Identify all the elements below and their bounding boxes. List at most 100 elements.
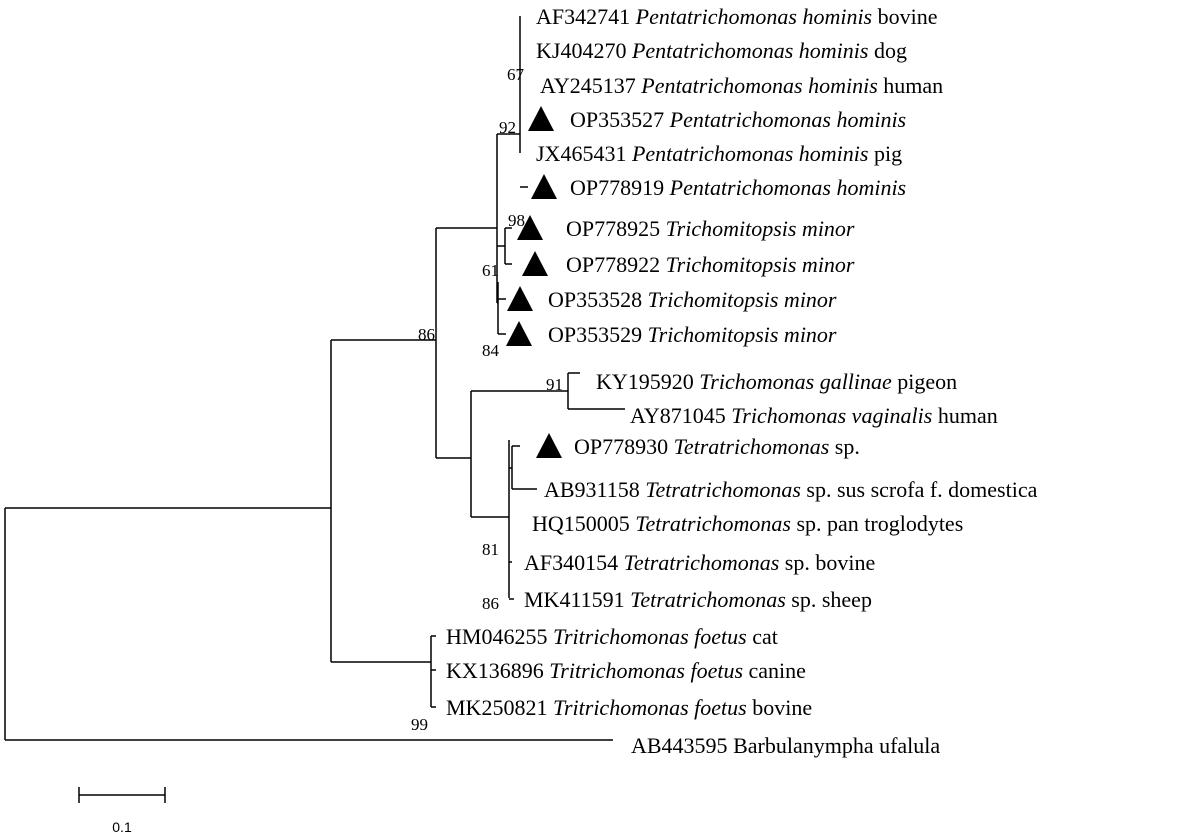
host-name: canine	[743, 658, 806, 683]
bootstrap-value: 81	[482, 540, 499, 559]
bootstrap-value: 98	[508, 211, 525, 230]
triangle-marker-icon	[531, 174, 557, 199]
species-name: Tetratrichomonas	[640, 477, 801, 502]
bootstrap-value: 99	[411, 715, 428, 734]
scale-bar-label: 0.1	[112, 819, 132, 835]
accession-number: AB443595	[631, 733, 728, 758]
tip-label-kj404270: KJ404270 Pentatrichomonas hominis dog	[536, 38, 907, 63]
tip-label-hq150005: HQ150005 Tetratrichomonas sp. pan troglo…	[532, 511, 963, 536]
triangle-marker-icon	[528, 106, 554, 131]
tree-branches	[4, 16, 625, 741]
host-name: bovine	[747, 695, 812, 720]
host-name: cat	[747, 624, 778, 649]
tip-label-ab443595: AB443595 Barbulanympha ufalula	[631, 733, 940, 758]
accession-number: AF342741	[536, 4, 630, 29]
tip-label-ay871045: AY871045 Trichomonas vaginalis human	[630, 403, 998, 428]
tip-label-op778930: OP778930 Tetratrichomonas sp.	[574, 434, 860, 459]
triangle-marker-icon	[506, 321, 532, 346]
bootstrap-value: 61	[482, 261, 499, 280]
accession-number: OP778922	[566, 252, 660, 277]
tip-label-ay245137: AY245137 Pentatrichomonas hominis human	[540, 73, 943, 98]
accession-number: KJ404270	[536, 38, 626, 63]
species-name: Tritrichomonas foetus	[544, 658, 743, 683]
bootstrap-value: 86	[482, 594, 499, 613]
accession-number: AY245137	[540, 73, 636, 98]
species-name: Trichomonas vaginalis	[726, 403, 933, 428]
tip-label-op353529: OP353529 Trichomitopsis minor	[548, 322, 837, 347]
triangle-marker-icon	[522, 251, 548, 276]
bootstrap-value: 92	[499, 118, 516, 137]
bootstrap-value: 67	[507, 65, 525, 84]
species-name: Pentatrichomonas hominis	[636, 73, 878, 98]
tip-label-op353527: OP353527 Pentatrichomonas hominis	[570, 107, 906, 132]
tip-label-jx465431: JX465431 Pentatrichomonas hominis pig	[536, 141, 902, 166]
tip-markers	[506, 106, 562, 458]
species-name: Trichomitopsis minor	[642, 287, 837, 312]
species-name: Tetratrichomonas	[618, 550, 779, 575]
bootstrap-labels: 67 92 98 61 84 86 91 81 86 99	[411, 65, 563, 734]
accession-number: OP353529	[548, 322, 642, 347]
tip-label-ab931158: AB931158 Tetratrichomonas sp. sus scrofa…	[544, 477, 1038, 502]
tip-label-af340154: AF340154 Tetratrichomonas sp. bovine	[524, 550, 875, 575]
accession-number: OP778919	[570, 175, 664, 200]
tip-label-op778925: OP778925 Trichomitopsis minor	[566, 216, 855, 241]
accession-number: HM046255	[446, 624, 547, 649]
tip-label-op778922: OP778922 Trichomitopsis minor	[566, 252, 855, 277]
accession-number: KX136896	[446, 658, 544, 683]
accession-number: OP778925	[566, 216, 660, 241]
tip-labels: AF342741 Pentatrichomonas hominis bovine…	[446, 4, 1038, 758]
tip-label-ky195920: KY195920 Trichomonas gallinae pigeon	[596, 369, 957, 394]
species-name: Pentatrichomonas hominis	[626, 141, 868, 166]
species-name: Pentatrichomonas hominis	[664, 175, 906, 200]
tip-label-af342741: AF342741 Pentatrichomonas hominis bovine	[536, 4, 938, 29]
host-name: human	[932, 403, 997, 428]
host-name: sp. bovine	[779, 550, 875, 575]
species-name: Trichomitopsis minor	[642, 322, 837, 347]
host-name: pig	[868, 141, 902, 166]
species-name: Trichomitopsis minor	[660, 252, 855, 277]
species-name: Pentatrichomonas hominis	[664, 107, 906, 132]
accession-number: AY871045	[630, 403, 726, 428]
species-name: Trichomonas gallinae	[694, 369, 892, 394]
tip-label-op353528: OP353528 Trichomitopsis minor	[548, 287, 837, 312]
species-name: Tetratrichomonas	[630, 511, 791, 536]
host-name: sp. sus scrofa f. domestica	[801, 477, 1038, 502]
tip-label-op778919: OP778919 Pentatrichomonas hominis	[570, 175, 906, 200]
host-name: pigeon	[892, 369, 957, 394]
tip-label-mk411591: MK411591 Tetratrichomonas sp. sheep	[524, 587, 872, 612]
species-name: Tritrichomonas foetus	[547, 624, 746, 649]
tip-label-kx136896: KX136896 Tritrichomonas foetus canine	[446, 658, 806, 683]
host-name: sp. sheep	[786, 587, 872, 612]
accession-number: AB931158	[544, 477, 640, 502]
host-name: sp.	[829, 434, 860, 459]
accession-number: JX465431	[536, 141, 626, 166]
tip-label-mk250821: MK250821 Tritrichomonas foetus bovine	[446, 695, 812, 720]
accession-number: MK411591	[524, 587, 625, 612]
host-name: dog	[868, 38, 907, 63]
triangle-marker-icon	[517, 215, 543, 240]
triangle-marker-icon	[536, 433, 562, 458]
species-name: Tetratrichomonas	[625, 587, 786, 612]
species-name: Tetratrichomonas	[668, 434, 829, 459]
species-name: Pentatrichomonas hominis	[630, 4, 872, 29]
accession-number: KY195920	[596, 369, 694, 394]
tip-label-hm046255: HM046255 Tritrichomonas foetus cat	[446, 624, 778, 649]
bootstrap-value: 86	[418, 325, 435, 344]
host-name: human	[878, 73, 943, 98]
scale-bar: 0.1	[78, 787, 166, 835]
bootstrap-value: 91	[546, 375, 563, 394]
species-name: Trichomitopsis minor	[660, 216, 855, 241]
host-name: Barbulanympha ufalula	[728, 733, 941, 758]
host-name: sp. pan troglodytes	[791, 511, 963, 536]
species-name: Pentatrichomonas hominis	[626, 38, 868, 63]
accession-number: MK250821	[446, 695, 547, 720]
accession-number: OP353528	[548, 287, 642, 312]
accession-number: AF340154	[524, 550, 618, 575]
accession-number: OP353527	[570, 107, 664, 132]
triangle-marker-icon	[507, 286, 533, 311]
accession-number: OP778930	[574, 434, 668, 459]
accession-number: HQ150005	[532, 511, 630, 536]
species-name: Tritrichomonas foetus	[547, 695, 746, 720]
bootstrap-value: 84	[482, 341, 500, 360]
